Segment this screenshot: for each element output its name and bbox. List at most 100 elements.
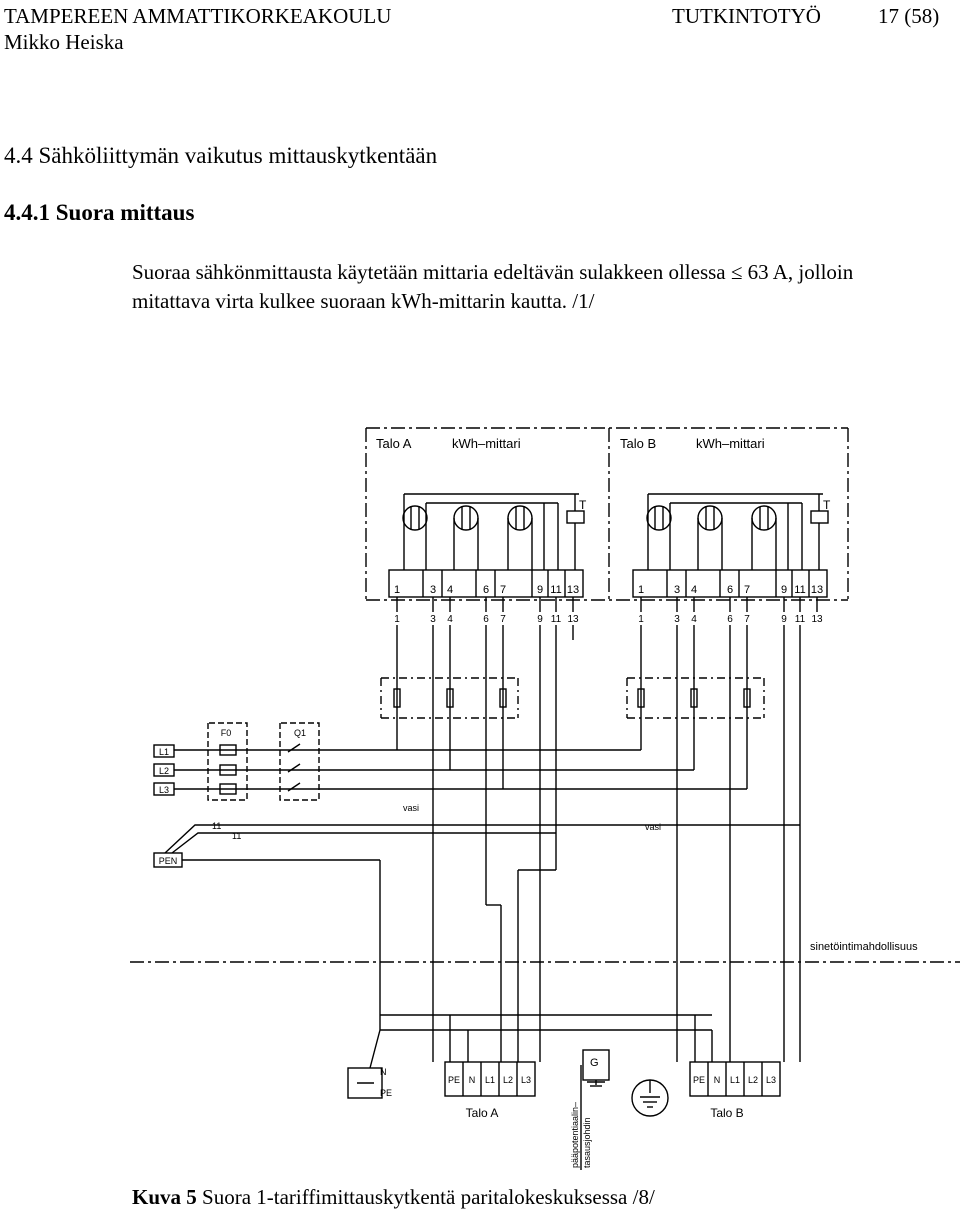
terminal-number: 9 <box>537 584 543 596</box>
terminal-number-below: 4 <box>447 614 453 625</box>
terminal-number-below: 9 <box>537 614 543 625</box>
header-doc-type: TUTKINTOTYÖ <box>672 4 821 28</box>
terminal-number: 6 <box>483 584 489 596</box>
fuse-f0-element <box>219 764 237 776</box>
terminal-number: 3 <box>430 584 436 596</box>
block-label: L3 <box>521 1075 531 1085</box>
fuse-group-b <box>626 677 765 719</box>
equipotential-label-1: pääpotentiaalin– <box>570 1102 580 1168</box>
paragraph-line-1: Suoraa sähkönmittausta käytetään mittari… <box>132 260 854 284</box>
block-label: N <box>714 1075 721 1085</box>
terminal-number: 1 <box>638 584 644 596</box>
terminal-number-below: 11 <box>551 614 562 625</box>
terminal-number-below: 1 <box>394 614 400 625</box>
bottom-talo-label: Talo B <box>710 1106 743 1120</box>
terminal-number-below: 3 <box>430 614 436 625</box>
vasi-label-a: vasi <box>403 803 419 813</box>
section-heading: 4.4 Sähköliittymän vaikutus mittauskytke… <box>4 143 438 168</box>
terminal-number-below: 1 <box>638 614 644 625</box>
line-11-label-2: 11 <box>232 831 241 841</box>
block-label: N <box>469 1075 476 1085</box>
header-page-number: 17 (58) <box>878 4 940 28</box>
block-label: L1 <box>485 1075 495 1085</box>
terminal-number: 11 <box>794 584 805 596</box>
switch-q1-contact <box>287 782 301 792</box>
terminal-number: 4 <box>691 584 697 596</box>
meter-talo-a-title: Talo A <box>376 436 412 451</box>
meter-current-coil-1 <box>402 505 428 531</box>
terminal-number: 1 <box>394 584 400 596</box>
terminal-number-below: 6 <box>483 614 489 625</box>
block-label: L2 <box>748 1075 758 1085</box>
meter-talo-a-t-label: T <box>579 498 587 512</box>
meter-current-coil-3 <box>507 505 533 531</box>
terminal-number: 4 <box>447 584 453 596</box>
terminal-number: 7 <box>500 584 506 596</box>
block-label: L2 <box>503 1075 513 1085</box>
sinetointi-label: sinetöintimahdollisuus <box>810 941 918 953</box>
n-label: N <box>380 1067 387 1077</box>
figure-caption-text: Suora 1-tariffimittauskytkentä paritalok… <box>196 1185 655 1209</box>
figure-caption: Kuva 5 Suora 1-tariffimittauskytkentä pa… <box>132 1185 655 1210</box>
terminal-number-below: 6 <box>727 614 733 625</box>
fuse-f0-element <box>219 744 237 756</box>
meter-talo-b-title: Talo B <box>620 436 656 451</box>
terminal-number-below: 3 <box>674 614 680 625</box>
block-label: L1 <box>730 1075 740 1085</box>
equipotential-label-2: tasausjohdin <box>582 1117 592 1168</box>
terminal-number-below: 4 <box>691 614 697 625</box>
line-11-lower <box>171 832 556 854</box>
block-label: L3 <box>766 1075 776 1085</box>
fuse-group-a <box>380 677 519 719</box>
subsection-heading: 4.4.1 Suora mittaus <box>4 200 195 225</box>
meter-current-coil-2 <box>697 505 723 531</box>
meter-current-coil-3 <box>751 505 777 531</box>
terminal-number: 13 <box>811 584 823 596</box>
bottom-terminal-block-a <box>444 1061 536 1097</box>
meter-talo-a-kwh-label: kWh–mittari <box>452 436 521 451</box>
terminal-number: 11 <box>550 584 561 596</box>
block-label: PE <box>693 1075 705 1085</box>
terminal-number: 7 <box>744 584 750 596</box>
terminal-number-below: 7 <box>500 614 506 625</box>
g-label: G <box>590 1057 599 1069</box>
pe-label: PE <box>380 1088 392 1098</box>
terminal-number: 9 <box>781 584 787 596</box>
terminal-number-below: 11 <box>795 614 806 625</box>
line-11-label-1: 11 <box>212 821 221 831</box>
meter-talo-b-t-label: T <box>823 498 831 512</box>
phase-label-l1: L1 <box>159 747 169 757</box>
terminal-number-below: 13 <box>811 614 823 625</box>
switch-q1-contact <box>287 743 301 753</box>
phase-label-l3: L3 <box>159 785 169 795</box>
n-pe-block <box>347 1067 383 1099</box>
switch-q1-contact <box>287 763 301 773</box>
header-school: TAMPEREEN AMMATTIKORKEAKOULU <box>4 4 392 28</box>
fuse-f0-element <box>219 783 237 795</box>
meter-tariff-relay <box>810 510 829 524</box>
phase-label-l2: L2 <box>159 766 169 776</box>
terminal-number-below: 9 <box>781 614 787 625</box>
f0-label: F0 <box>221 728 232 738</box>
terminal-number: 13 <box>567 584 579 596</box>
meter-tariff-relay <box>566 510 585 524</box>
bottom-talo-label: Talo A <box>466 1106 499 1120</box>
terminal-number: 3 <box>674 584 680 596</box>
block-label: PE <box>448 1075 460 1085</box>
neutral-link <box>369 1029 381 1069</box>
q1-label: Q1 <box>294 728 306 738</box>
meter-current-coil-2 <box>453 505 479 531</box>
figure-caption-label: Kuva 5 <box>132 1185 197 1209</box>
meter-talo-b-kwh-label: kWh–mittari <box>696 436 765 451</box>
header-author: Mikko Heiska <box>4 30 124 54</box>
bottom-terminal-block-b <box>689 1061 781 1097</box>
pen-label: PEN <box>159 856 178 866</box>
vasi-label-b: vasi <box>645 822 661 832</box>
meter-current-coil-1 <box>646 505 672 531</box>
terminal-number-below: 13 <box>567 614 579 625</box>
paragraph-line-2: mitattava virta kulkee suoraan kWh-mitta… <box>132 289 595 313</box>
terminal-number-below: 7 <box>744 614 750 625</box>
terminal-number: 6 <box>727 584 733 596</box>
phase-l1-box <box>153 744 175 758</box>
